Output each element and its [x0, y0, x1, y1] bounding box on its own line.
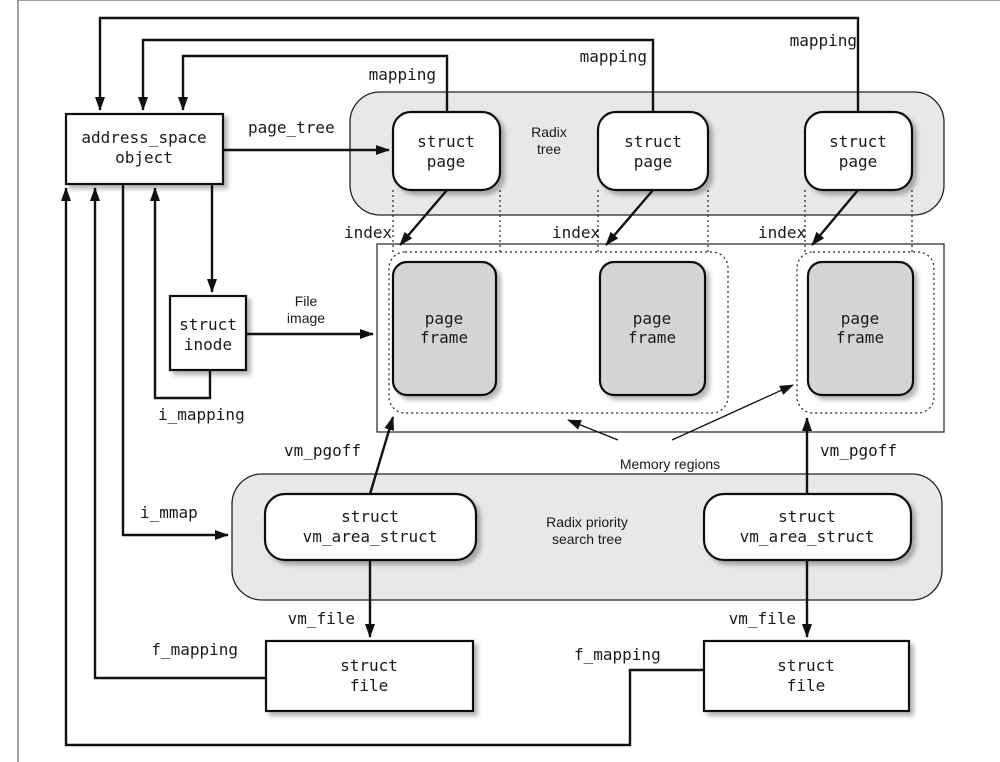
- address-space-box: [64, 112, 225, 186]
- index-label-1: index: [344, 223, 393, 242]
- frame-1-label-line2: frame: [420, 328, 468, 347]
- i-mmap-arrow: [121, 184, 229, 540]
- mapping-arrow-1: [178, 54, 449, 112]
- priority-tree-label-line2: search tree: [552, 531, 622, 547]
- memory-region-outline-2: [796, 251, 935, 414]
- i-mmap-label: i_mmap: [140, 503, 198, 522]
- file-2-label-line2: file: [787, 676, 826, 695]
- memory-regions-pointer-2: [671, 384, 794, 441]
- radix-tree-label-line1: Radix: [531, 124, 567, 140]
- file-image-label-line1: File: [295, 293, 318, 309]
- index-arrow-3: [811, 189, 859, 246]
- page-3-label-line2: page: [839, 152, 878, 171]
- file-1-label-line1: struct: [340, 656, 398, 675]
- i-mapping-arrow: [150, 187, 212, 400]
- vma-1-label-line1: struct: [341, 507, 399, 526]
- memory-regions-label: Memory regions: [620, 456, 720, 472]
- dotted-guides: [388, 190, 935, 414]
- radix-tree-label-line2: tree: [537, 141, 561, 157]
- frame-1-label-line1: page: [425, 309, 464, 328]
- mapping-label-2: mapping: [580, 47, 647, 66]
- mapping-label-1: mapping: [369, 65, 436, 84]
- file-2-label-line1: struct: [777, 656, 835, 675]
- struct-page-2: [596, 110, 710, 192]
- frame-2-label-line2: frame: [628, 328, 676, 347]
- vma-1-label-line2: vm_area_struct: [303, 527, 438, 546]
- file-image-box: [376, 243, 945, 433]
- frame-2-label-line1: page: [633, 309, 672, 328]
- figure-border: [17, 0, 1000, 762]
- page-3-label-line1: struct: [829, 132, 887, 151]
- f-mapping-arrow-1: [90, 187, 266, 680]
- file-image-label-line2: image: [287, 310, 325, 326]
- page-2-label-line2: page: [634, 152, 673, 171]
- f-mapping-arrow-2: [61, 187, 704, 747]
- f-mapping-label-2: f_mapping: [574, 645, 661, 664]
- vm-pgoff-label-2: vm_pgoff: [820, 441, 897, 460]
- index-label-2: index: [552, 223, 601, 242]
- i-mapping-label: i_mapping: [158, 405, 245, 424]
- mapping-arrow-2: [138, 38, 655, 112]
- page-frame-1: [391, 260, 498, 397]
- memory-region-outline-1: [388, 251, 729, 414]
- inode-label-line2: inode: [184, 335, 232, 354]
- f-mapping-label-1: f_mapping: [151, 640, 238, 659]
- page-1-label-line2: page: [427, 152, 466, 171]
- mapping-arrow-3: [95, 16, 860, 112]
- page-frame-2: [598, 260, 707, 397]
- memory-regions-pointer-1: [567, 419, 619, 441]
- priority-tree-label-line1: Radix priority: [546, 514, 628, 530]
- address-space-label-line1: address_space: [81, 128, 206, 147]
- struct-page-3: [803, 110, 914, 192]
- struct-page-1: [391, 110, 502, 192]
- connections: [61, 16, 860, 747]
- index-arrow-2: [605, 189, 654, 246]
- page-1-label-line1: struct: [417, 132, 475, 151]
- page-frame-3: [806, 260, 915, 397]
- index-arrow-1: [399, 189, 448, 246]
- index-label-3: index: [758, 223, 807, 242]
- struct-file-2: [702, 639, 911, 713]
- inode-label-line1: struct: [179, 315, 237, 334]
- address-space-label-line2: object: [115, 148, 173, 167]
- page-tree-label: page_tree: [248, 118, 335, 137]
- file-1-label-line2: file: [350, 676, 389, 695]
- vm-pgoff-label-1: vm_pgoff: [284, 441, 361, 460]
- vm-pgoff-arrow-1: [368, 416, 395, 495]
- mapping-label-3: mapping: [790, 31, 857, 50]
- vm-file-label-1: vm_file: [288, 609, 355, 628]
- frame-3-label-line2: frame: [836, 328, 884, 347]
- frame-3-label-line1: page: [841, 309, 880, 328]
- vma-2-label-line2: vm_area_struct: [740, 527, 875, 546]
- vm-file-label-2: vm_file: [729, 609, 796, 628]
- page-2-label-line1: struct: [624, 132, 682, 151]
- struct-file-1: [264, 639, 475, 713]
- vma-2-label-line1: struct: [778, 507, 836, 526]
